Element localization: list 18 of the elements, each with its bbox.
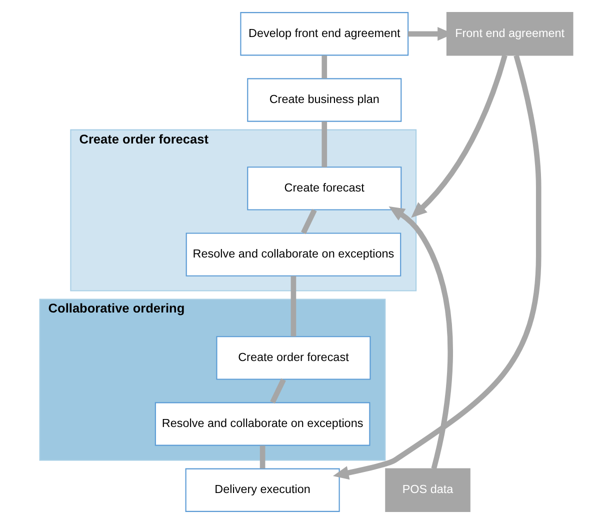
node-box: Resolve and collaborate on exceptions bbox=[186, 232, 402, 276]
node-box: Resolve and collaborate on exceptions bbox=[154, 402, 370, 446]
node-box: Create forecast bbox=[247, 166, 402, 210]
node-box: Create order forecast bbox=[216, 336, 371, 380]
connector bbox=[290, 276, 296, 336]
node-box: Delivery execution bbox=[185, 468, 340, 512]
node-box: Create business plan bbox=[247, 78, 402, 122]
connector bbox=[301, 208, 317, 234]
arrow bbox=[411, 54, 508, 218]
node-box: Front end agreement bbox=[446, 12, 574, 56]
arrow bbox=[388, 206, 453, 470]
connector bbox=[322, 122, 328, 168]
node-box: Develop front end agreement bbox=[240, 12, 409, 56]
node-box: POS data bbox=[385, 468, 470, 512]
arrow bbox=[332, 54, 542, 480]
connector bbox=[322, 56, 328, 78]
connector bbox=[270, 378, 286, 404]
connector bbox=[260, 446, 266, 468]
